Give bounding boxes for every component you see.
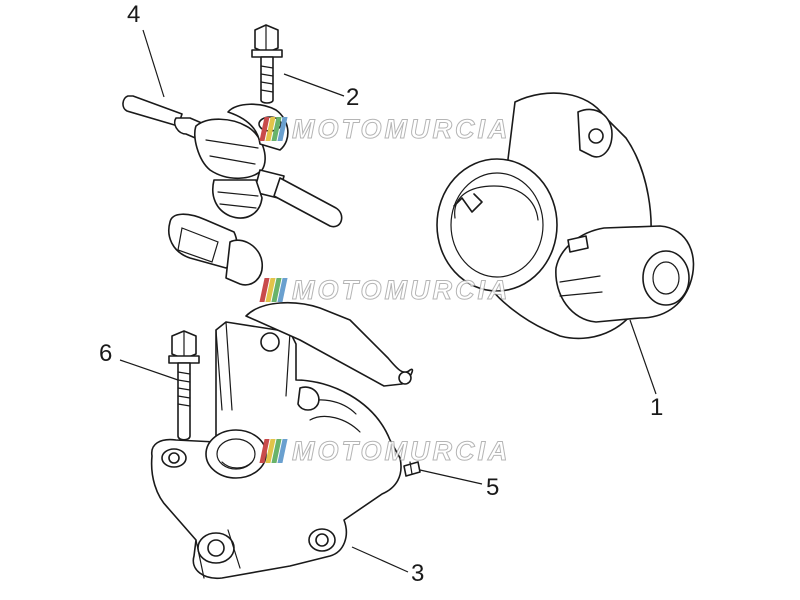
watermark-flag-icon bbox=[259, 439, 288, 463]
leader-lines bbox=[119, 29, 657, 573]
callout-1: 1 bbox=[650, 394, 664, 421]
callout-5: 5 bbox=[486, 474, 500, 501]
callout-6: 6 bbox=[99, 340, 113, 367]
watermark-text: MOTOMURCIA bbox=[292, 274, 511, 305]
watermark-flag-icon bbox=[259, 278, 288, 302]
leader-1 bbox=[629, 319, 657, 395]
screw-part-5 bbox=[403, 461, 421, 477]
leader-3 bbox=[351, 546, 409, 573]
throttle-body-part-1 bbox=[436, 92, 695, 340]
leader-4 bbox=[142, 29, 165, 98]
callout-3: 3 bbox=[411, 560, 425, 587]
leader-6 bbox=[119, 359, 179, 381]
watermark-flag-icon bbox=[259, 117, 288, 141]
watermark-text: MOTOMURCIA bbox=[292, 435, 511, 466]
bolt-part-6 bbox=[168, 330, 200, 441]
callout-4: 4 bbox=[127, 1, 141, 28]
watermark-logo: MOTOMURCIA bbox=[259, 274, 511, 305]
leader-2 bbox=[283, 73, 345, 97]
watermark-text: MOTOMURCIA bbox=[292, 113, 511, 144]
leader-5 bbox=[419, 469, 483, 485]
watermark-logo: MOTOMURCIA bbox=[259, 113, 511, 144]
callout-2: 2 bbox=[346, 84, 360, 111]
watermark-logo: MOTOMURCIA bbox=[259, 435, 511, 466]
bolt-part-2 bbox=[251, 24, 283, 104]
